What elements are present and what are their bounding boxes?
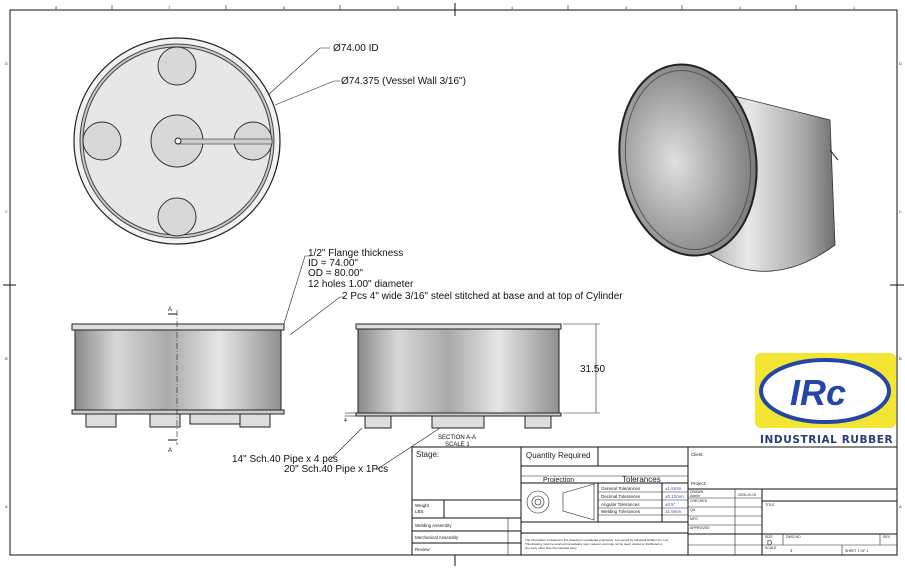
drawn-label: DRAWN [690, 490, 704, 494]
ruler-label: 3 [625, 5, 628, 10]
dwg-no-label: DWG NO [786, 535, 801, 539]
mfg-label: MFG [690, 517, 698, 521]
od-dimension-label: Ø74.375 (Vessel Wall 3/16") [341, 76, 466, 87]
ruler-label: B [899, 356, 902, 361]
stitch-note: 2 Pcs 4" wide 3/16" steel stitched at ba… [342, 291, 623, 302]
pipe-20-note: 20" Sch.40 Pipe x 1Pcs [284, 464, 388, 475]
section-mark-top: A [168, 307, 172, 313]
mechanical-assembly-label: Mechanical Assembly [415, 535, 459, 540]
ruler-label: 7 [168, 5, 171, 10]
ruler-label: 4 [511, 5, 514, 10]
section-mark-bottom: A [168, 448, 172, 454]
isometric-view [618, 63, 839, 272]
scale-value: 1 [790, 548, 793, 553]
ruler-top: 8 7 6 5 4 3 2 1 [55, 3, 856, 16]
sheet-label: SHEET 1 OF 1 [845, 549, 868, 553]
tolerance-label: General Tolerances [601, 486, 641, 491]
disclaimer: The information contained in this drawin… [525, 538, 669, 542]
scale-label: SCALE [765, 546, 777, 550]
tolerance-label: Decimal Tolerances [601, 494, 641, 499]
ruler-label: 5 [397, 5, 400, 10]
ruler-label: 1 [853, 5, 856, 10]
height-dimension-label: 31.50 [580, 364, 605, 375]
drawn-by: Admin [690, 494, 700, 498]
weight-label: Weight [415, 503, 430, 508]
rev-label: REV [883, 535, 891, 539]
project-label: Project: [691, 481, 706, 486]
tolerance-value: ±1.5mm [665, 486, 681, 491]
tolerances-label: Tolerances [622, 475, 661, 484]
ruler-label: D [5, 61, 8, 66]
checked-label: CHECKED [690, 499, 708, 503]
section-scale: SCALE 1 [445, 442, 470, 448]
ruler-label: C [5, 209, 8, 214]
id-dimension-label: Ø74.00 ID [333, 43, 379, 54]
quantity-required-label: Quantity Required [526, 451, 590, 460]
drawn-date: 2025-10-15 [738, 493, 756, 497]
title-label: TITLE [765, 503, 775, 507]
review-label: Review [415, 547, 431, 552]
ruler-label: B [5, 356, 8, 361]
ruler-label: D [899, 61, 902, 66]
tolerance-label: Welding Tolerances [601, 509, 641, 514]
projection-label: Projection [543, 477, 574, 484]
tolerance-value: ±0.5° [665, 502, 676, 507]
ruler-label: 2 [739, 5, 742, 10]
ruler-label: A [5, 504, 8, 509]
pipe-14-note: 14" Sch.40 Pipe x 4 pcs [232, 454, 338, 465]
flange-note: 12 holes 1.00" diameter [308, 279, 414, 290]
tolerance-label: Angular Tolerances [601, 502, 640, 507]
base-dimension-label: 4 [344, 418, 347, 424]
section-view [345, 323, 600, 429]
ruler-label: 6 [283, 5, 286, 10]
front-view [71, 310, 285, 445]
approved-label: APPROVED [690, 526, 710, 530]
flange-note: OD = 80.00" [308, 268, 363, 279]
flange-note: 1/2" Flange thickness [308, 248, 403, 259]
ruler-label: A [899, 504, 902, 509]
company-logo: IRc INDUSTRIAL RUBBER [755, 353, 896, 446]
qa-label: QA [690, 508, 696, 512]
top-view [73, 37, 340, 245]
welding-assembly-label: Welding Assembly [415, 523, 452, 528]
logo-caption: INDUSTRIAL RUBBER [760, 434, 893, 446]
title-block [411, 446, 898, 556]
section-title: SECTION A-A [438, 435, 476, 441]
stage-label: Stage: [416, 450, 439, 459]
disclaimer: any party other than the intended party. [525, 546, 577, 550]
tolerance-value: ±1.5mm [665, 509, 681, 514]
tolerance-value: ±0.12mm [665, 494, 684, 499]
logo-mark: IRc [790, 372, 846, 413]
size-label: SIZE [765, 535, 773, 539]
ruler-label: C [899, 209, 902, 214]
disclaimer: This drawing must be returned immediatel… [525, 542, 663, 546]
flange-note: ID = 74.00" [308, 258, 358, 269]
weight-unit: LBS [415, 509, 424, 514]
size-value: D [767, 540, 772, 547]
ruler-side: D C B A D C B A [3, 61, 904, 566]
client-label: Client: [691, 452, 704, 457]
ruler-label: 8 [55, 5, 58, 10]
